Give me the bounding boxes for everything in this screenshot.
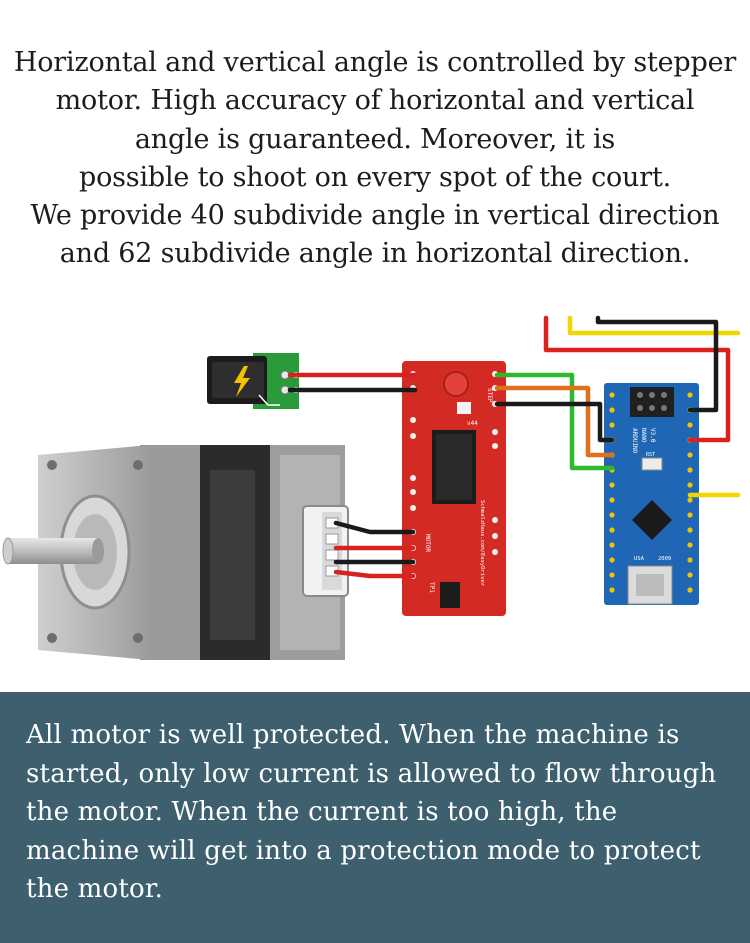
driver-tp-label: TP1: [428, 582, 435, 593]
arduino-rst-label: RST: [646, 452, 655, 458]
paragraph-line: Horizontal and vertical angle is control…: [13, 47, 737, 78]
paragraph-line: machine will get into a protection mode …: [26, 835, 701, 866]
paragraph-line: and 62 subdivide angle in horizontal dir…: [59, 238, 691, 270]
arduino-nano-board: ARDUINO NANO V3.0 RST USA 2009: [604, 383, 699, 605]
paragraph-line: possible to shoot on every spot of the c…: [79, 161, 671, 193]
lightning-bolt-icon: [234, 366, 250, 397]
power-jack-board: [207, 353, 299, 409]
arduino-model-label: NANO: [640, 428, 647, 443]
paragraph-line: angle is guaranteed. Moreover, it is: [134, 123, 616, 155]
stepper-driver-board: STEP SchmalzHaus.com/EasyDriver MOTOR TP…: [402, 361, 506, 616]
paragraph-line: All motor is well protected. When the ma…: [26, 720, 680, 750]
driver-motor-label: MOTOR: [424, 534, 431, 552]
paragraph-line: the motor.: [26, 874, 164, 904]
description-paragraph-bottom: All motor is well protected. When the ma…: [26, 716, 736, 909]
driver-version-label: v44: [467, 420, 478, 427]
driver-step-label: STEP: [486, 388, 493, 403]
arduino-usa-label: USA: [634, 556, 645, 562]
driver-site-label: SchmalzHaus.com/EasyDriver: [479, 500, 485, 587]
paragraph-line: started, only low current is allowed to …: [26, 758, 717, 789]
stepper-motor: [2, 445, 349, 660]
arduino-name-label: ARDUINO: [631, 428, 638, 454]
protection-info-panel: All motor is well protected. When the ma…: [0, 692, 750, 943]
paragraph-line: We provide 40 subdivide angle in vertica…: [30, 200, 720, 232]
arduino-version-label: V3.0: [649, 428, 656, 443]
wiring-diagram: STEP SchmalzHaus.com/EasyDriver MOTOR TP…: [2, 315, 741, 660]
description-paragraph-top: Horizontal and vertical angle is control…: [0, 44, 750, 274]
arduino-year-label: 2009: [658, 556, 671, 562]
paragraph-line: motor. High accuracy of horizontal and v…: [55, 85, 695, 117]
wires: [287, 315, 741, 579]
paragraph-line: the motor. When the current is too high,…: [26, 797, 618, 827]
